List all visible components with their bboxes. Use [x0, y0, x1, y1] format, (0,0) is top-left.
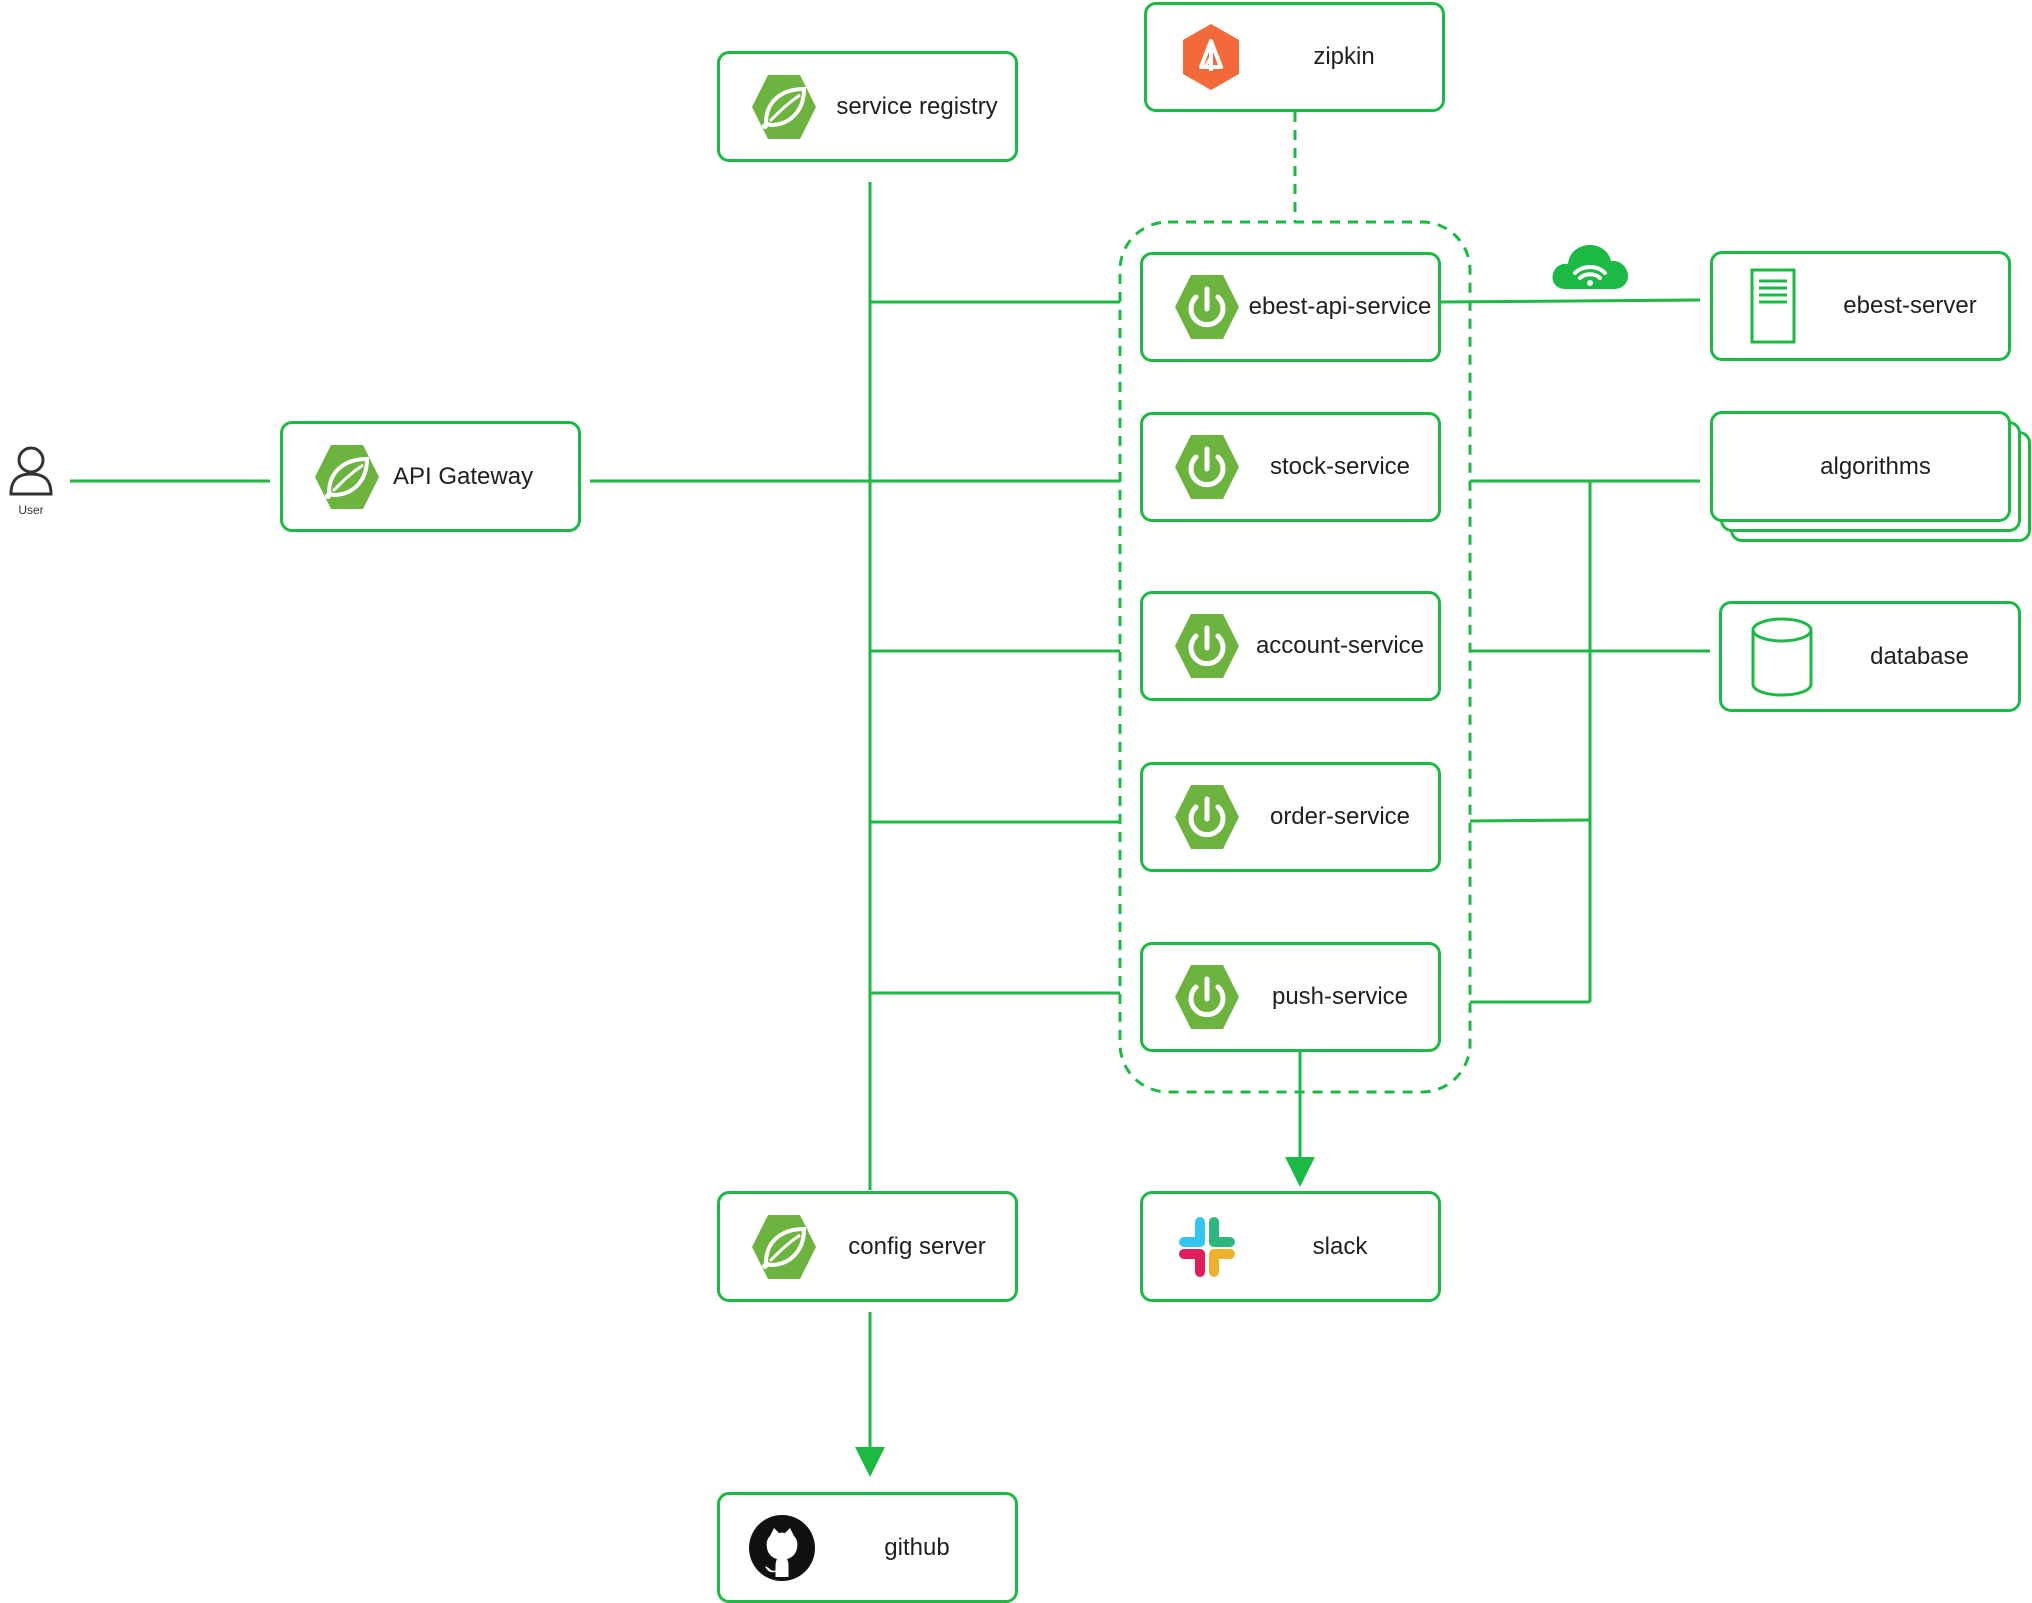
database-label: database — [1870, 642, 1969, 670]
spring-boot-power-icon — [1171, 961, 1243, 1033]
edge-order-bus — [1469, 818, 1591, 823]
spring-leaf-icon — [748, 71, 820, 143]
ebest-server-node[interactable]: ebest-server — [1710, 251, 2011, 361]
database-node[interactable]: database — [1719, 601, 2021, 712]
slack-label: slack — [1312, 1232, 1368, 1260]
algorithms-node[interactable]: algorithms — [1710, 411, 2011, 522]
spring-boot-power-icon — [1171, 781, 1243, 853]
github-icon — [748, 1514, 816, 1582]
github-node[interactable]: github — [717, 1492, 1018, 1603]
spring-leaf-icon — [311, 441, 383, 513]
user-label: User — [18, 503, 44, 517]
algorithms-label: algorithms — [1820, 452, 1931, 480]
service-registry-node[interactable]: service registry — [717, 51, 1018, 162]
service-node-stock[interactable]: stock-service — [1140, 412, 1441, 522]
ebest-server-label: ebest-server — [1843, 292, 1977, 319]
service-node-push[interactable]: push-service — [1140, 942, 1441, 1052]
spring-boot-power-icon — [1171, 610, 1243, 682]
zipkin-label: zipkin — [1313, 43, 1375, 70]
service-node-account[interactable]: account-service — [1140, 591, 1441, 701]
service-node-order[interactable]: order-service — [1140, 762, 1441, 872]
config-server-node[interactable]: config server — [717, 1191, 1018, 1302]
user-actor: User — [4, 444, 58, 517]
service-label: order-service — [1269, 803, 1411, 830]
slack-icon — [1171, 1211, 1243, 1283]
user-icon — [8, 444, 54, 496]
api-gateway-node[interactable]: API Gateway — [280, 421, 581, 532]
service-label: stock-service — [1269, 453, 1411, 480]
spring-boot-power-icon — [1171, 271, 1243, 343]
service-registry-label: service registry — [836, 92, 998, 120]
zipkin-node[interactable]: zipkin — [1144, 2, 1445, 112]
services-group-boundary — [1118, 220, 1472, 1094]
service-label: push-service — [1271, 983, 1409, 1010]
service-label: ebest-api-service — [1248, 293, 1432, 320]
config-server-label: config server — [848, 1232, 986, 1260]
spring-boot-power-icon — [1171, 431, 1243, 503]
database-icon — [1750, 616, 1814, 698]
spring-leaf-icon — [748, 1211, 820, 1283]
github-label: github — [884, 1533, 950, 1561]
cloud-wifi-icon — [1548, 233, 1632, 293]
server-icon — [1749, 267, 1797, 345]
service-label: account-service — [1255, 632, 1425, 659]
slack-node[interactable]: slack — [1140, 1191, 1441, 1302]
zipkin-icon — [1175, 21, 1247, 93]
api-gateway-label: API Gateway — [393, 462, 534, 490]
edge-ebest-api-server — [1439, 298, 1701, 304]
service-node-ebest-api[interactable]: ebest-api-service — [1140, 252, 1441, 362]
